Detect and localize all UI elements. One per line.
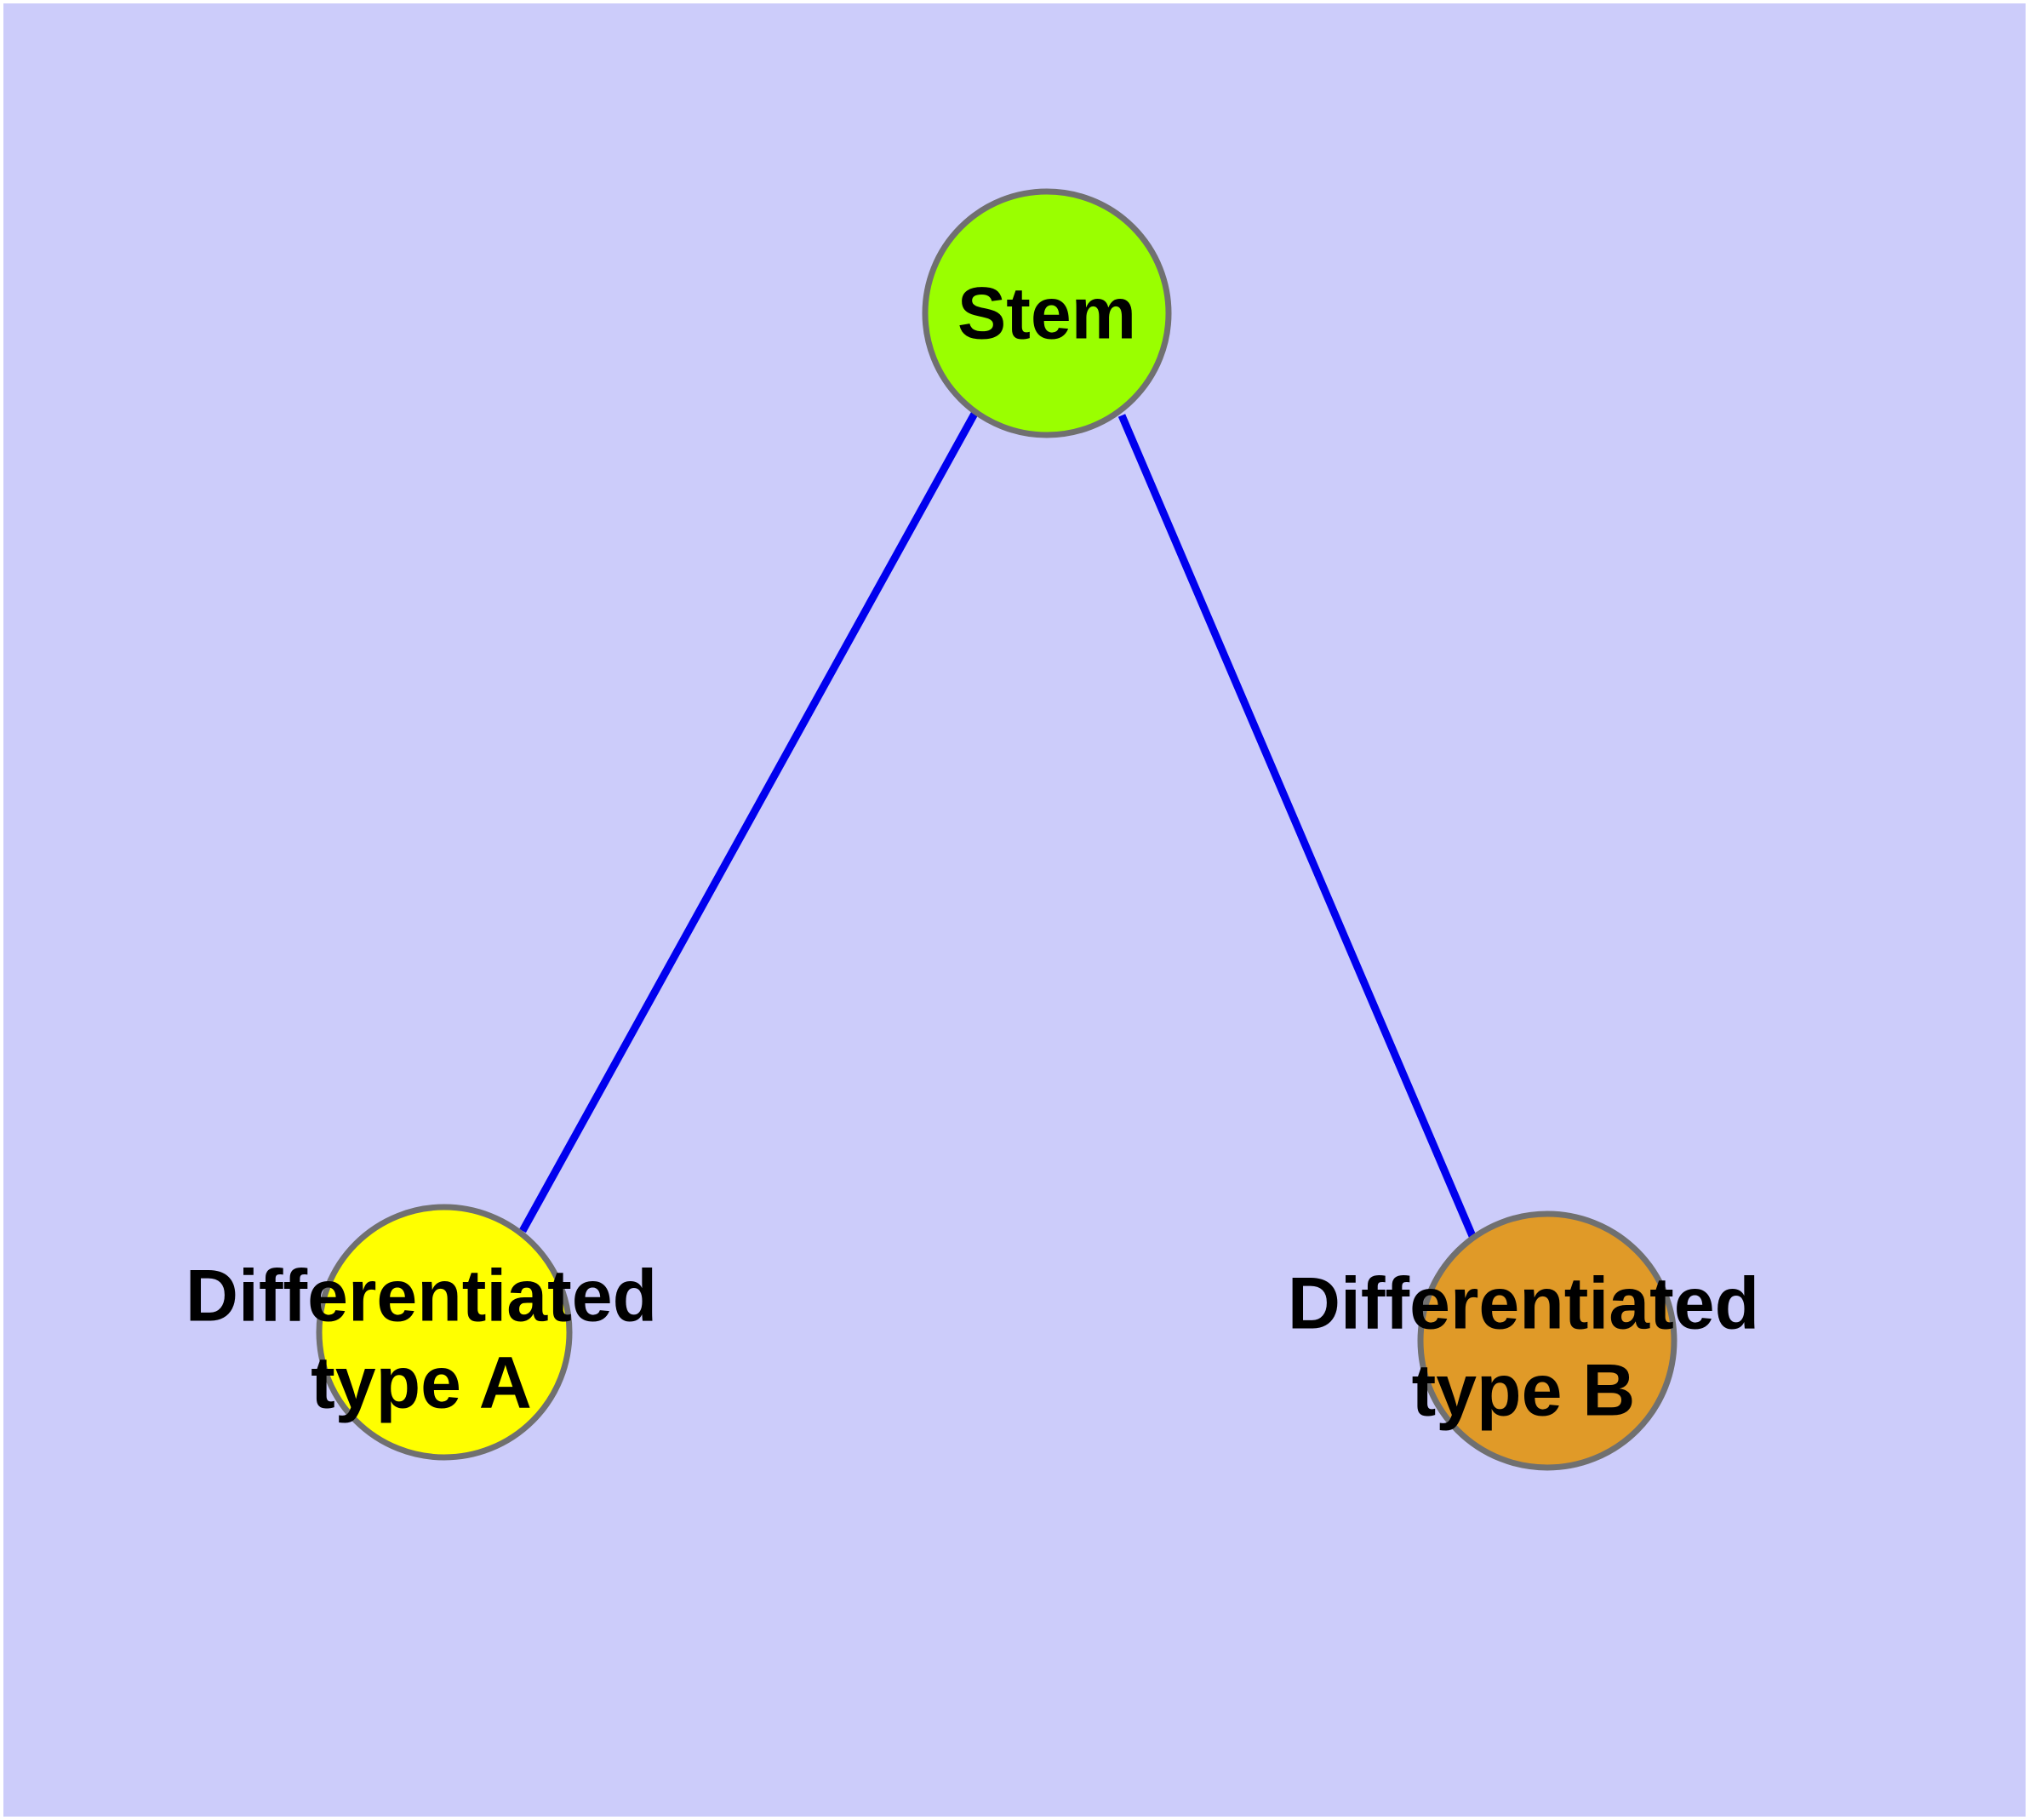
edge-stem-to-differentiated-type-b[interactable]: [1117, 414, 1477, 1238]
node-stem[interactable]: Stem: [922, 188, 1172, 438]
node-layer: Stem Differentiated type A Differentiate…: [186, 188, 1759, 1471]
edge-layer: [519, 411, 1477, 1238]
node-differentiated-type-b[interactable]: Differentiated type B: [1288, 1210, 1759, 1471]
node-differentiated-type-a-circle[interactable]: [316, 1204, 573, 1461]
node-stem-circle[interactable]: [922, 188, 1172, 438]
node-differentiated-type-a[interactable]: Differentiated type A: [186, 1204, 657, 1461]
node-stem-label: Stem: [957, 273, 1136, 355]
edge-stem-to-differentiated-type-a[interactable]: [519, 411, 978, 1233]
node-differentiated-type-b-label-line1: Differentiated: [1288, 1263, 1759, 1345]
node-differentiated-type-b-label-line2: type B: [1412, 1350, 1636, 1432]
node-differentiated-type-a-label-line2: type A: [311, 1342, 532, 1424]
node-differentiated-type-b-circle[interactable]: [1417, 1210, 1677, 1471]
node-differentiated-type-a-label-line1: Differentiated: [186, 1256, 657, 1337]
